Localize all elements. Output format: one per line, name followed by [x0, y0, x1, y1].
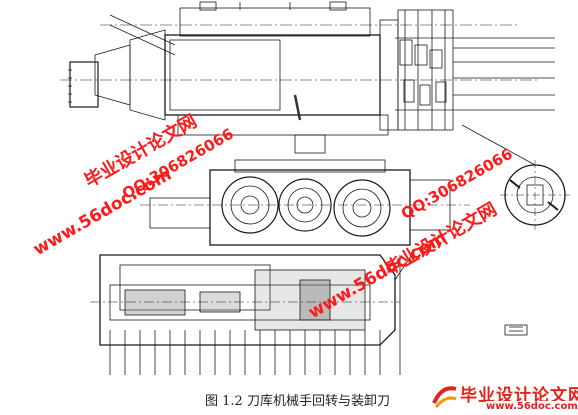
logo-swirl-icon: [432, 386, 457, 408]
left-spindle: [69, 61, 99, 108]
site-logo: 毕业设计论文网 www.56doc.com: [430, 381, 578, 413]
gear-right: [333, 179, 391, 237]
logo-url: www.56doc.com: [486, 401, 578, 412]
gear-housing: [140, 159, 470, 246]
upper-main-housing: [164, 34, 381, 116]
upper-assembly: [60, 1, 555, 154]
section-view: [461, 124, 570, 230]
lower-assembly: [90, 249, 528, 375]
figure-caption: 图 1.2 刀库机械手回转与装卸刀: [205, 394, 390, 409]
